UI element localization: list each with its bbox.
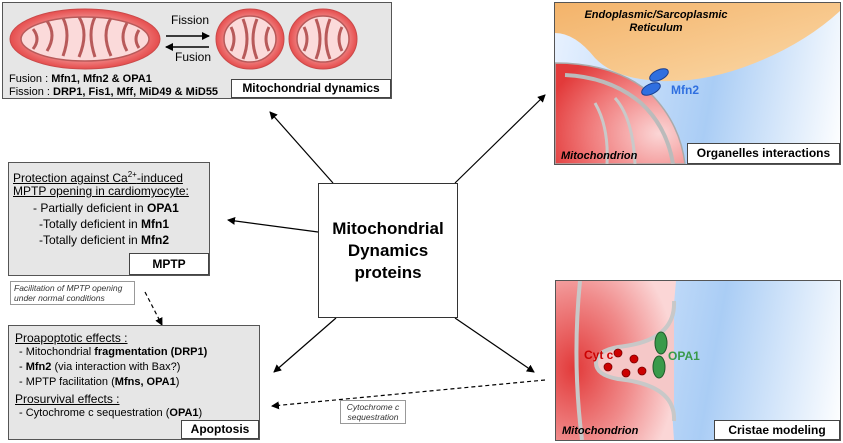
cristae-mito-label: Mitochondrion [562, 425, 639, 437]
mptp-heading-pre: Protection against Ca [13, 171, 128, 185]
center-line-2: Dynamics [347, 240, 429, 260]
pro-item-3: - MPTP facilitation (Mfns, OPA1) [19, 376, 180, 388]
opa1-label: OPA1 [668, 349, 700, 363]
mptp-heading-sup: 2+ [127, 170, 137, 179]
pro-item-2: - Mfn2 (via interaction with Bax?) [19, 361, 181, 373]
mfn2-label: Mfn2 [671, 83, 699, 97]
er-label: Endoplasmic/Sarcoplasmic Reticulum [561, 9, 751, 35]
fission-proteins: DRP1, Fis1, Mff, MiD49 & MiD55 [53, 86, 219, 98]
opa1-shape [652, 331, 668, 379]
fusion-label: Fusion [175, 50, 212, 64]
cytc-dots [603, 348, 647, 378]
center-line-1: Mitochondrial [332, 218, 444, 238]
cytc-sequestration-note: Cytochrome c sequestration [340, 400, 406, 424]
organelles-title: Organelles interactions [687, 143, 840, 164]
dashed-arrow-cristae-apoptosis [271, 379, 546, 410]
note-mptp-line-1: Facilitation of MPTP opening [14, 283, 123, 293]
center-line-3: proteins [354, 262, 422, 282]
fission-label: Fission [171, 13, 210, 27]
note-cyt-line-2: sequestration [347, 412, 399, 422]
mptp-item-2: -Totally deficient in Mfn1 [39, 217, 170, 231]
arrow-to-apoptosis [273, 317, 337, 373]
er-label-line-1: Endoplasmic/Sarcoplasmic [584, 9, 728, 21]
mfn2-shape [641, 68, 669, 96]
fission-prefix: Fission : [9, 86, 54, 98]
dynamics-title: Mitochondrial dynamics [231, 79, 391, 98]
center-box: Mitochondrial Dynamics proteins [318, 183, 458, 318]
arrow-to-organelles [454, 94, 546, 184]
fusion-proteins: Mfn1, Mfn2 & OPA1 [51, 73, 152, 85]
dynamics-panel: Fission Fusion Fusion : Mfn1, Mfn2 & OPA… [2, 2, 392, 99]
mptp-item-1: - Partially deficient in OPA1 [33, 201, 179, 215]
note-cyt-line-1: Cytochrome c [346, 402, 400, 412]
mitochondrion-small-1 [215, 8, 285, 70]
er-label-line-2: Reticulum [629, 22, 683, 34]
dashed-arrow-mptp-apoptosis [144, 291, 163, 326]
prosurvival-heading: Prosurvival effects : [15, 392, 120, 406]
fusion-proteins-line: Fusion : Mfn1, Mfn2 & OPA1 [9, 73, 152, 86]
pro-item-1: - Mitochondrial fragmentation (DRP1) [19, 346, 208, 358]
note-mptp-line-2: under normal conditions [14, 293, 105, 303]
mitochondrion-small-2 [288, 8, 358, 70]
arrow-to-mptp [227, 216, 319, 233]
arrow-to-cristae [454, 317, 535, 373]
mptp-title: MPTP [129, 253, 209, 275]
sur-item-1: - Cytochrome c sequestration (OPA1) [19, 407, 203, 419]
arrow-to-dynamics [269, 111, 334, 184]
mptp-panel: Protection against Ca2+-induced MPTP ope… [8, 162, 210, 276]
fission-proteins-line: Fission : DRP1, Fis1, Mff, MiD49 & MiD55 [9, 86, 218, 99]
cristae-title: Cristae modeling [714, 420, 840, 440]
mptp-heading-line-2: MPTP opening in cardiomyocyte: [13, 184, 189, 198]
cytc-label: Cyt c [584, 348, 614, 362]
dynamics-mitochondria-illustration [9, 8, 358, 70]
cristae-illustration [556, 281, 677, 440]
proapoptotic-heading: Proapoptotic effects : [15, 331, 128, 345]
fusion-prefix: Fusion : [9, 73, 52, 85]
mitochondrion-large [9, 8, 161, 70]
mptp-item-3: -Totally deficient in Mfn2 [39, 233, 170, 247]
organelles-mito-label: Mitochondrion [561, 150, 638, 162]
organelles-illustration [555, 3, 840, 164]
apoptosis-panel: Proapoptotic effects : - Mitochondrial f… [8, 325, 260, 440]
cristae-panel: Cyt c OPA1 Mitochondrion Cristae modelin… [555, 280, 841, 441]
mptp-heading-line-1: Protection against Ca2+-induced [13, 168, 183, 185]
apoptosis-title: Apoptosis [181, 420, 259, 439]
organelles-panel: Endoplasmic/Sarcoplasmic Reticulum Mfn2 … [554, 2, 841, 165]
mptp-heading-post: -induced [136, 171, 183, 185]
er-shape [555, 3, 840, 82]
mptp-facilitation-note: Facilitation of MPTP opening under norma… [10, 281, 135, 305]
